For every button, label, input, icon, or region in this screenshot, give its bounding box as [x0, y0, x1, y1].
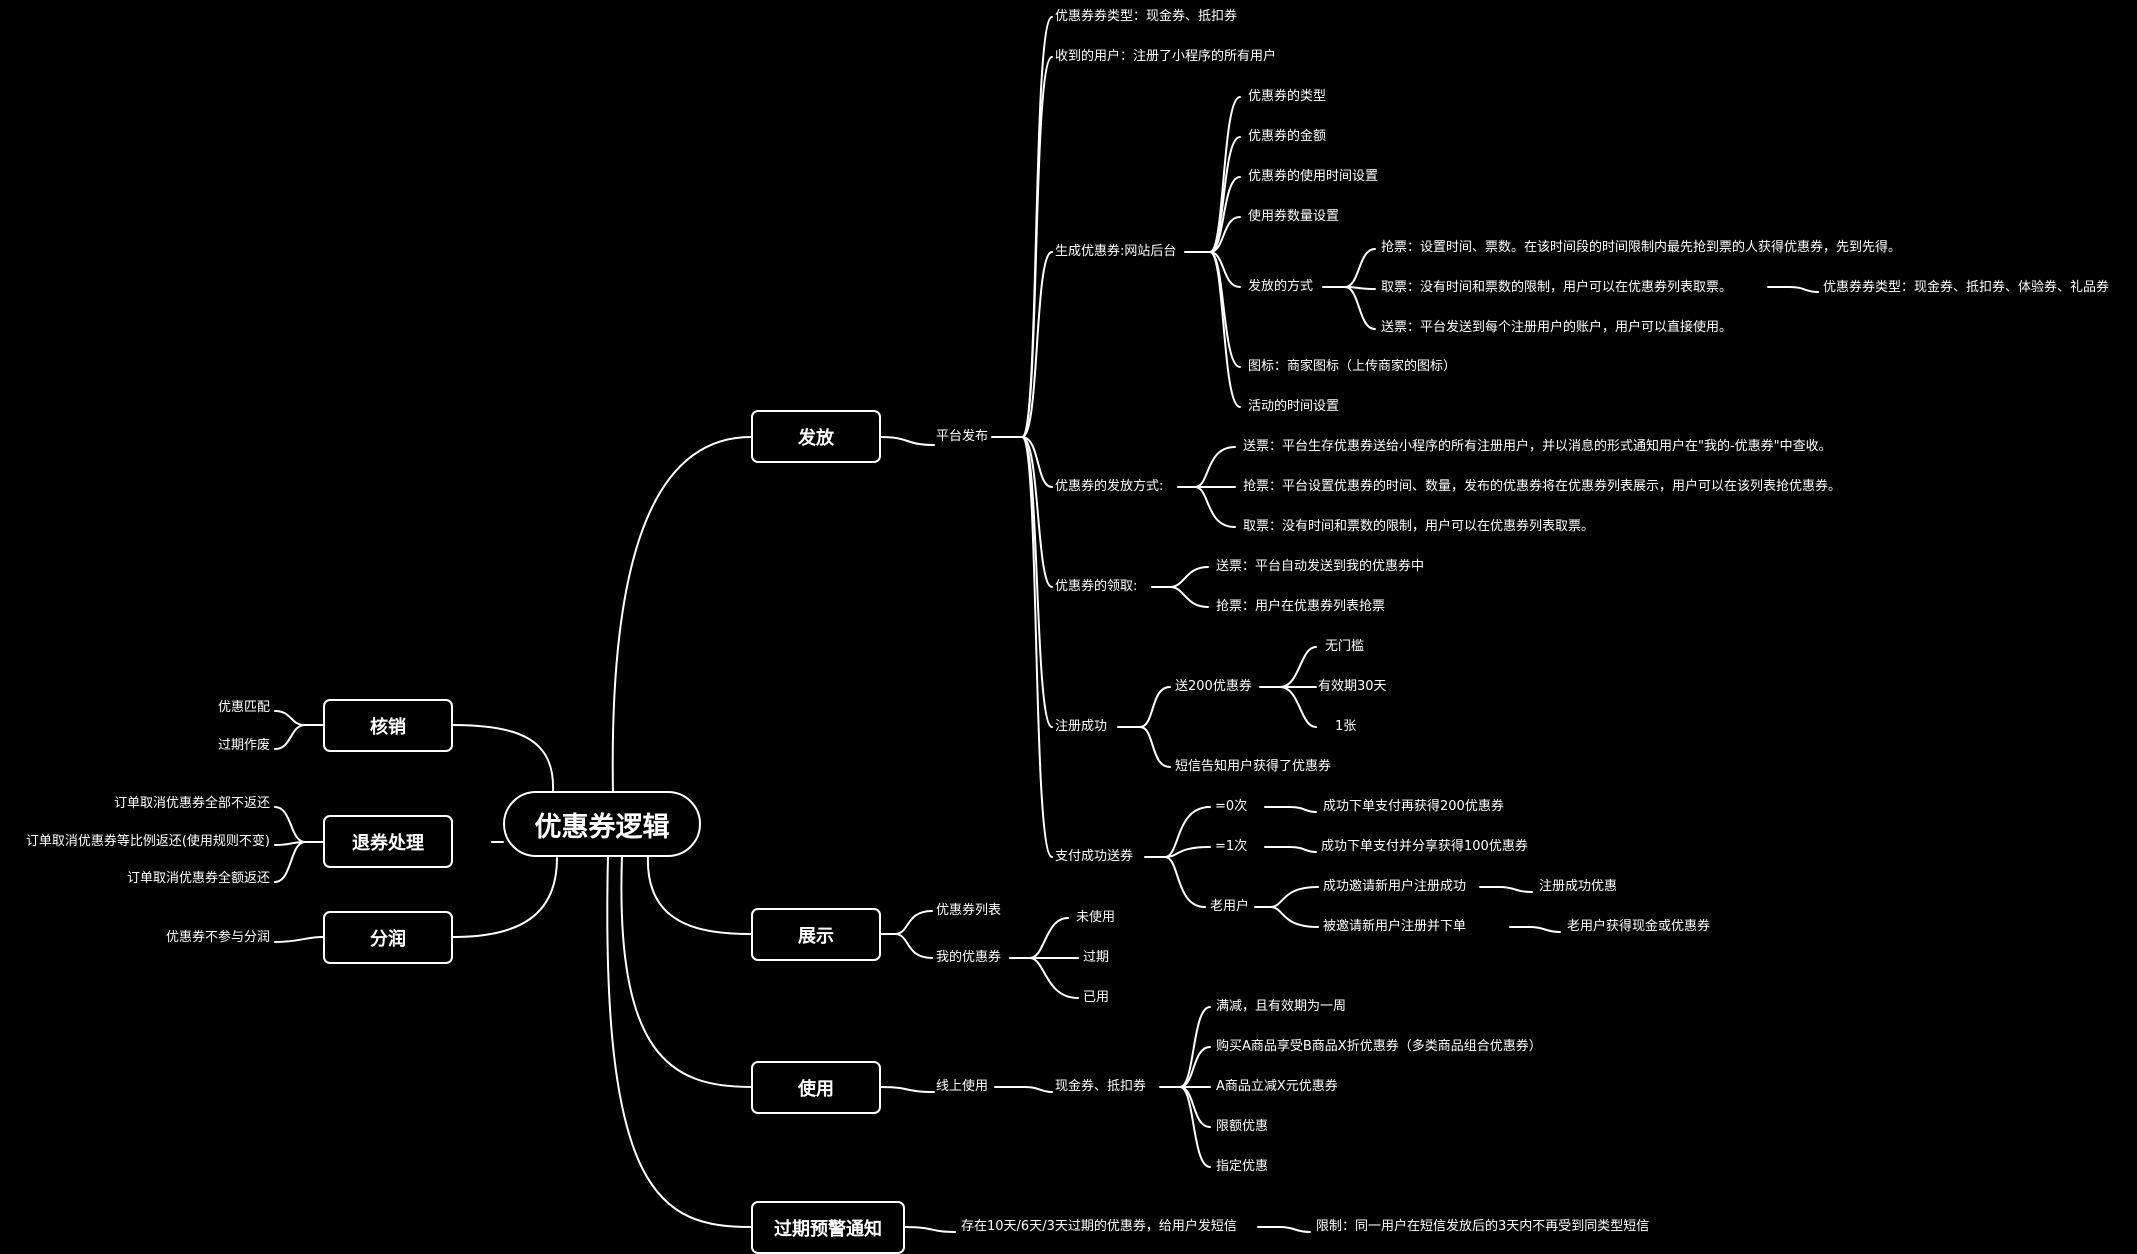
method-item: 抢票：设置时间、票数。在该时间段的时间限制内最先抢到票的人获得优惠券，先到先得。 — [1381, 240, 1902, 255]
claim-item: 抢票：用户在优惠券列表抢票 — [1216, 599, 1386, 614]
fenrun-item: 优惠券不参与分润 — [165, 930, 270, 945]
pay-invite-node: 成功邀请新用户注册成功 — [1323, 879, 1467, 894]
guoqi-limit-node: 限制：同一用户在短信发放后的3天内不再受到同类型短信 — [1316, 1219, 1650, 1234]
generate-node: 生成优惠券:网站后台 — [1055, 244, 1177, 259]
shiyong-online-node: 线上使用 — [936, 1079, 989, 1094]
root-node[interactable]: 优惠券逻辑 — [503, 791, 701, 857]
cash-item: A商品立减X元优惠券 — [1216, 1079, 1338, 1094]
dist-item: 抢票：平台设置优惠券的时间、数量，发布的优惠券将在优惠券列表展示，用户可以在该列… — [1243, 479, 1842, 494]
zhanshi-mine-node: 我的优惠券 — [936, 950, 1002, 965]
branch-fafang[interactable]: 发放 — [751, 410, 881, 463]
method-node: 发放的方式 — [1248, 279, 1314, 294]
pay-one-node: =1次 — [1215, 839, 1248, 854]
branch-fenrun[interactable]: 分润 — [323, 911, 453, 964]
cash-item: 购买A商品享受B商品X折优惠券（多类商品组合优惠券） — [1216, 1039, 1542, 1054]
method-sub-node: 优惠券券类型：现金券、抵扣券、体验券、礼品券 — [1823, 280, 2110, 295]
register-gift-node: 送200优惠券 — [1175, 679, 1252, 694]
gift-item: 1张 — [1335, 719, 1357, 734]
cash-item: 指定优惠 — [1216, 1159, 1269, 1174]
branch-guoqi[interactable]: 过期预警通知 — [751, 1201, 905, 1254]
dist-node: 优惠券的发放方式: — [1055, 479, 1164, 494]
pay-zero-node: =0次 — [1215, 799, 1248, 814]
pay-one-item: 成功下单支付并分享获得100优惠券 — [1321, 839, 1528, 854]
tuiquan-item: 订单取消优惠券全额返还 — [126, 871, 270, 886]
gift-item: 有效期30天 — [1318, 679, 1387, 694]
register-node: 注册成功 — [1055, 719, 1108, 734]
claim-item: 送票：平台自动发送到我的优惠券中 — [1216, 559, 1425, 574]
pay-old-node: 老用户 — [1210, 899, 1250, 914]
shiyong-cash-node: 现金券、抵扣券 — [1055, 1079, 1147, 1094]
guoqi-notice-node: 存在10天/6天/3天过期的优惠券，给用户发短信 — [961, 1219, 1237, 1234]
pay-invited-item: 老用户获得现金或优惠券 — [1567, 919, 1711, 934]
method-item: 取票：没有时间和票数的限制，用户可以在优惠券列表取票。 — [1381, 280, 1733, 295]
mine-item: 未使用 — [1076, 910, 1116, 925]
dist-item: 取票：没有时间和票数的限制，用户可以在优惠券列表取票。 — [1243, 519, 1595, 534]
claim-node: 优惠券的领取: — [1055, 579, 1138, 594]
pay-node: 支付成功送券 — [1055, 849, 1134, 864]
generate-item: 优惠券的类型 — [1248, 89, 1327, 104]
generate-item: 优惠券的使用时间设置 — [1248, 169, 1379, 184]
gift-item: 无门槛 — [1325, 639, 1365, 654]
zhanshi-list-node: 优惠券列表 — [936, 903, 1002, 918]
branch-shiyong[interactable]: 使用 — [751, 1061, 881, 1114]
hexiao-item: 优惠匹配 — [217, 700, 270, 715]
tuiquan-item: 订单取消优惠券全部不返还 — [113, 796, 270, 811]
generate-item: 优惠券的金额 — [1248, 129, 1327, 144]
activity-time-node: 活动的时间设置 — [1248, 399, 1340, 414]
platform-node: 平台发布 — [936, 429, 989, 444]
pay-invited-node: 被邀请新用户注册并下单 — [1323, 919, 1467, 934]
icon-setting-node: 图标：商家图标（上传商家的图标） — [1248, 359, 1457, 374]
dist-item: 送票：平台生存优惠券送给小程序的所有注册用户，并以消息的形式通知用户在"我的-优… — [1243, 439, 1832, 454]
coupon-types-node: 优惠券券类型：现金券、抵扣券 — [1055, 9, 1238, 24]
mine-item: 过期 — [1083, 950, 1110, 965]
receivers-node: 收到的用户：注册了小程序的所有用户 — [1055, 49, 1277, 64]
branch-zhanshi[interactable]: 展示 — [751, 908, 881, 961]
branch-hexiao[interactable]: 核销 — [323, 699, 453, 752]
hexiao-item: 过期作废 — [217, 738, 270, 753]
pay-zero-item: 成功下单支付再获得200优惠券 — [1323, 799, 1504, 814]
branch-tuiquan[interactable]: 退券处理 — [323, 815, 453, 868]
generate-item: 使用券数量设置 — [1248, 209, 1340, 224]
method-item: 送票：平台发送到每个注册用户的账户，用户可以直接使用。 — [1381, 320, 1733, 335]
pay-invite-item: 注册成功优惠 — [1539, 879, 1618, 894]
cash-item: 限额优惠 — [1216, 1119, 1269, 1134]
cash-item: 满减，且有效期为一周 — [1216, 999, 1347, 1014]
register-sms-node: 短信告知用户获得了优惠券 — [1175, 759, 1332, 774]
mine-item: 已用 — [1083, 990, 1110, 1005]
tuiquan-item: 订单取消优惠券等比例返还(使用规则不变) — [25, 834, 270, 849]
